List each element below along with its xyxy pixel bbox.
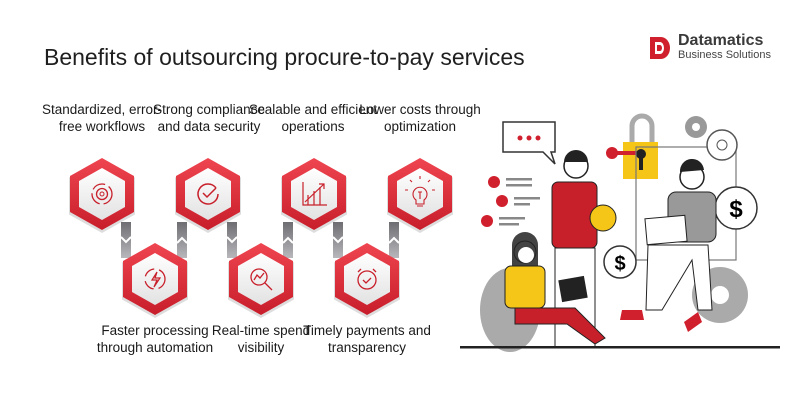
benefit-label-compliance: Strong compliance and data security bbox=[153, 102, 265, 134]
datamatics-logo: Datamatics Business Solutions bbox=[648, 33, 771, 62]
checklist-icon bbox=[481, 176, 540, 227]
benefit-hexagon bbox=[387, 158, 453, 233]
sitting-woman bbox=[480, 232, 606, 352]
connector-bar bbox=[388, 222, 400, 258]
sitting-man bbox=[620, 158, 717, 332]
dollar-coin-icon: $ $ bbox=[603, 186, 758, 279]
connector-bar bbox=[332, 222, 344, 258]
benefit-label-faster: Faster processing through automation bbox=[96, 323, 214, 355]
connector-bar bbox=[226, 222, 238, 258]
benefit-label-costs: Lower costs through optimization bbox=[359, 102, 481, 134]
benefit-hexagon bbox=[281, 158, 347, 233]
alarm-clock-check-icon bbox=[357, 268, 377, 290]
page-title: Benefits of outsourcing procure-to-pay s… bbox=[44, 44, 525, 70]
connector-bar bbox=[120, 222, 132, 258]
speech-bubble-icon bbox=[502, 121, 556, 165]
connector-bar bbox=[282, 222, 294, 258]
logo-subtitle: Business Solutions bbox=[678, 49, 771, 61]
magnifier-chart-icon bbox=[250, 268, 273, 291]
padlock-icon bbox=[606, 113, 658, 179]
growth-chart-icon bbox=[302, 182, 327, 206]
lightbulb-icon bbox=[405, 176, 435, 207]
datamatics-logo-icon bbox=[650, 36, 670, 59]
benefit-hexagon bbox=[334, 243, 400, 318]
benefit-label-payments: Timely payments and transparency bbox=[303, 323, 431, 355]
benefit-hexagon bbox=[69, 158, 135, 233]
gear-cycle-icon bbox=[91, 183, 113, 205]
connector-bar bbox=[176, 222, 188, 258]
benefit-label-standardized: Standardized, error-free workflows bbox=[41, 102, 163, 134]
lightning-cycle-icon bbox=[144, 268, 166, 290]
checkmark-icon bbox=[197, 183, 219, 205]
svg-text:$: $ bbox=[614, 253, 625, 275]
svg-text:$: $ bbox=[729, 196, 743, 223]
benefit-label-visibility: Real-time spend visibility bbox=[211, 323, 311, 355]
benefit-label-scalable: Scalable and efficient operations bbox=[248, 102, 378, 134]
logo-name: Datamatics bbox=[678, 32, 764, 49]
floor-line bbox=[460, 346, 780, 349]
benefit-hexagon bbox=[228, 243, 294, 318]
benefit-hexagon bbox=[122, 243, 188, 318]
team-illustration: $ $ bbox=[460, 113, 780, 352]
benefit-hexagon bbox=[175, 158, 241, 233]
